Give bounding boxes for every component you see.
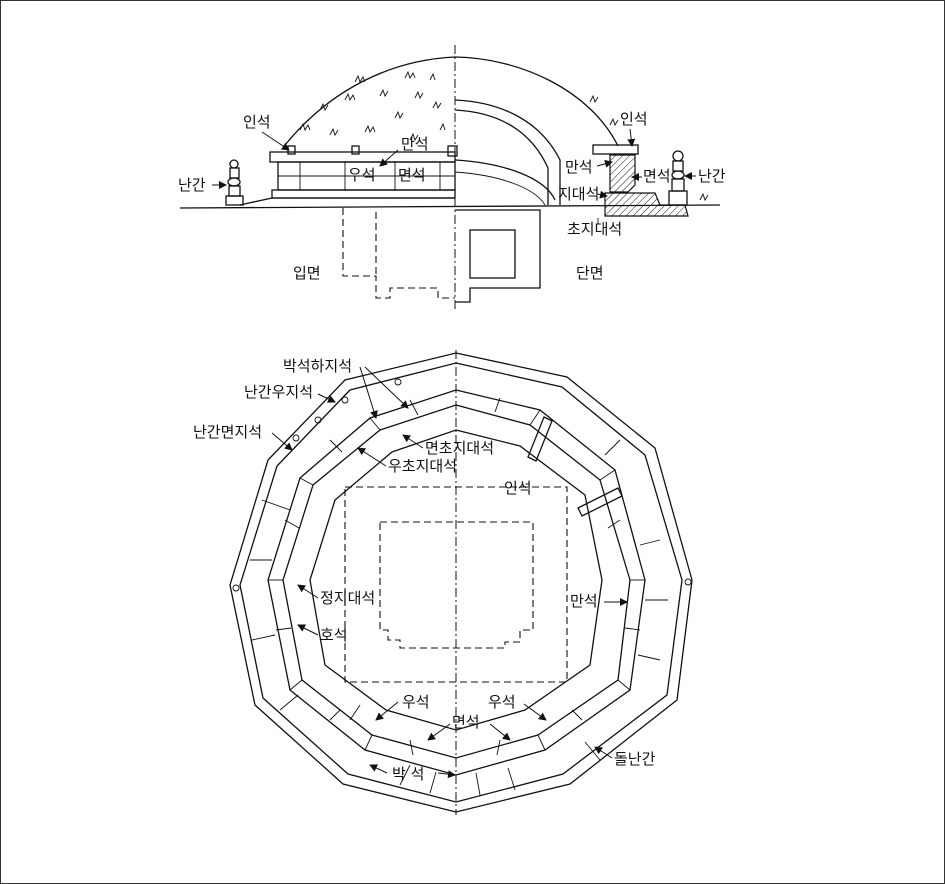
dolnangan-outer-ring (229, 352, 693, 813)
plan-label-u-chojidaeseok: 우초지대석 (388, 457, 457, 475)
sect-label-manseok: 만석 (565, 158, 593, 176)
plan-label-jeongjidaeseok: 정지대석 (320, 589, 375, 607)
section-inner-arc-2 (454, 109, 549, 205)
sect-label-chojidaeseok: 초지대석 (567, 220, 622, 238)
sect-label-inseok: 인석 (620, 110, 648, 128)
section-inner-arc-1 (454, 99, 561, 205)
elevation-foundation-dashed (342, 208, 455, 299)
dolnangan-inner-ring (239, 362, 683, 803)
plan-label-nangan-myeonjiseok: 난간면지석 (193, 423, 262, 441)
grass-tufts (299, 70, 709, 202)
plan-label-useok-left: 우석 (402, 693, 430, 711)
plan-drawing: 박석하지석 난간우지석 난간면지석 면초지대석 우초지대석 인석 정지대석 만석… (193, 350, 693, 815)
elev-view-label: 입면 (293, 264, 321, 282)
elev-label-nangan: 난간 (178, 176, 206, 194)
section-chamber-inner (469, 229, 516, 279)
plan-chamber-outer-dashed (344, 486, 568, 683)
section-stones (592, 144, 689, 217)
plan-label-useok-right: 우석 (488, 693, 516, 711)
sect-label-myeonseok: 면석 (643, 167, 671, 185)
elev-label-inseok: 인석 (243, 113, 271, 131)
plan-label-dolnangan: 돌난간 (614, 750, 656, 768)
elevation-nangan-post (225, 159, 244, 206)
plan-label-bakseok-hajiseok: 박석하지석 (283, 357, 352, 375)
elev-label-manseok: 만석 (401, 135, 429, 153)
plan-label-hoseok: 호석 (320, 626, 348, 644)
mound-outline (284, 56, 619, 147)
section-chamber (455, 209, 541, 303)
sect-label-jidaeseok: 지대석 (558, 185, 599, 203)
plan-label-bakseok: 박 석 (392, 765, 424, 783)
plan-chamber-inner-dashed (379, 521, 534, 649)
elevation-wall (239, 145, 458, 206)
elev-label-myeonseok: 면석 (398, 166, 426, 184)
wall-inner-ring (309, 429, 603, 731)
plan-label-inseok: 인석 (504, 479, 532, 497)
sect-view-label: 단면 (576, 264, 604, 282)
inseok-slabs (527, 416, 623, 517)
plan-label-myeonseok: 면석 (452, 713, 480, 731)
stone-joints (250, 397, 668, 796)
nangan-post-marks (232, 378, 692, 592)
elev-label-useok: 우석 (348, 166, 376, 184)
sect-label-nangan: 난간 (698, 167, 726, 185)
section-inner-arc-3 (454, 159, 556, 201)
plan-label-myeon-chojidaeseok: 면초지대석 (425, 439, 494, 457)
plan-label-manseok: 만석 (570, 592, 598, 610)
section-inner-arc-4 (454, 171, 546, 206)
plan-label-nangan-ujiseok: 난간우지석 (244, 383, 313, 401)
elevation-section-drawing: 인석 만석 우석 면석 난간 입면 인석 만석 면석 난간 지대석 초지대석 단… (178, 45, 726, 310)
